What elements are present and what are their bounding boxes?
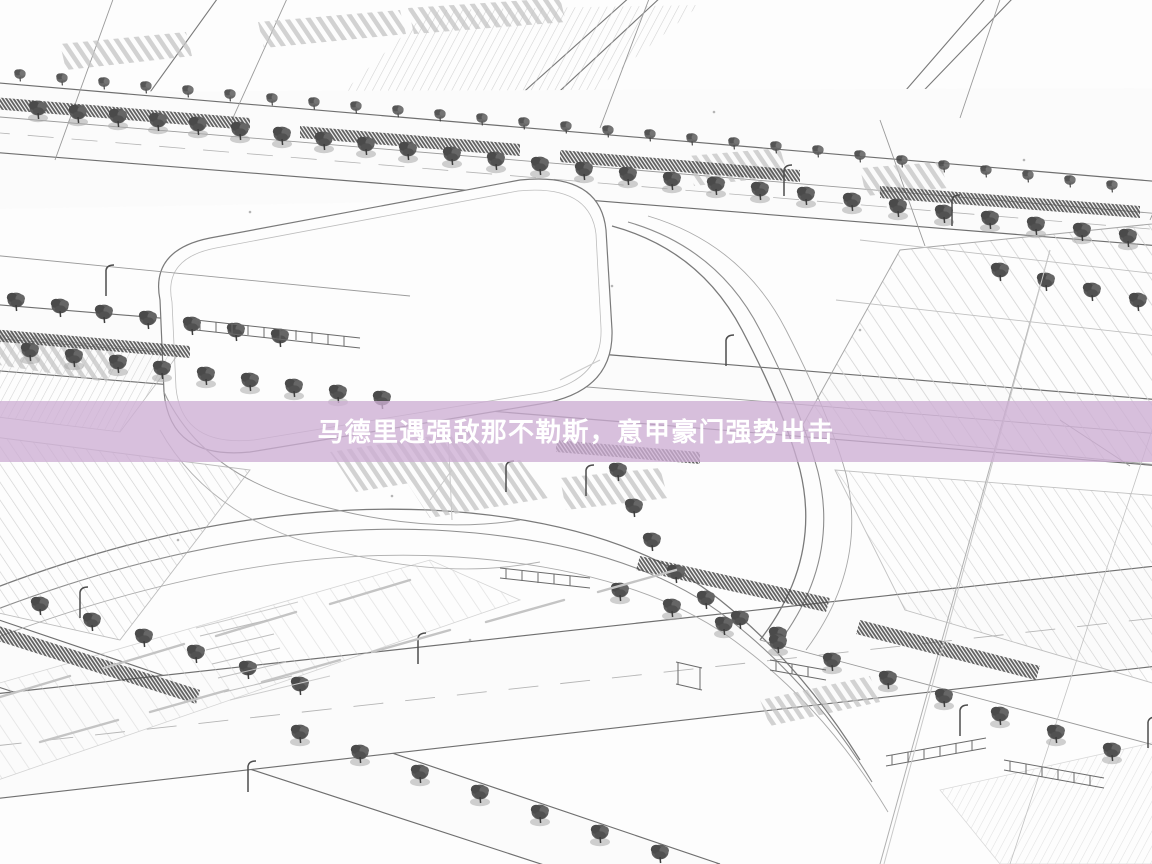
page-title: 马德里遇强敌那不勒斯，意甲豪门强势出击: [317, 416, 835, 447]
scatter-details: [176, 110, 1026, 642]
title-banner: 马德里遇强敌那不勒斯，意甲豪门强势出击: [0, 401, 1152, 462]
hatched-fields: [0, 223, 1152, 864]
banner-background: [0, 401, 1152, 462]
fences: [195, 319, 1105, 789]
lane-markings: [0, 568, 678, 744]
parking-bays: [195, 601, 331, 701]
